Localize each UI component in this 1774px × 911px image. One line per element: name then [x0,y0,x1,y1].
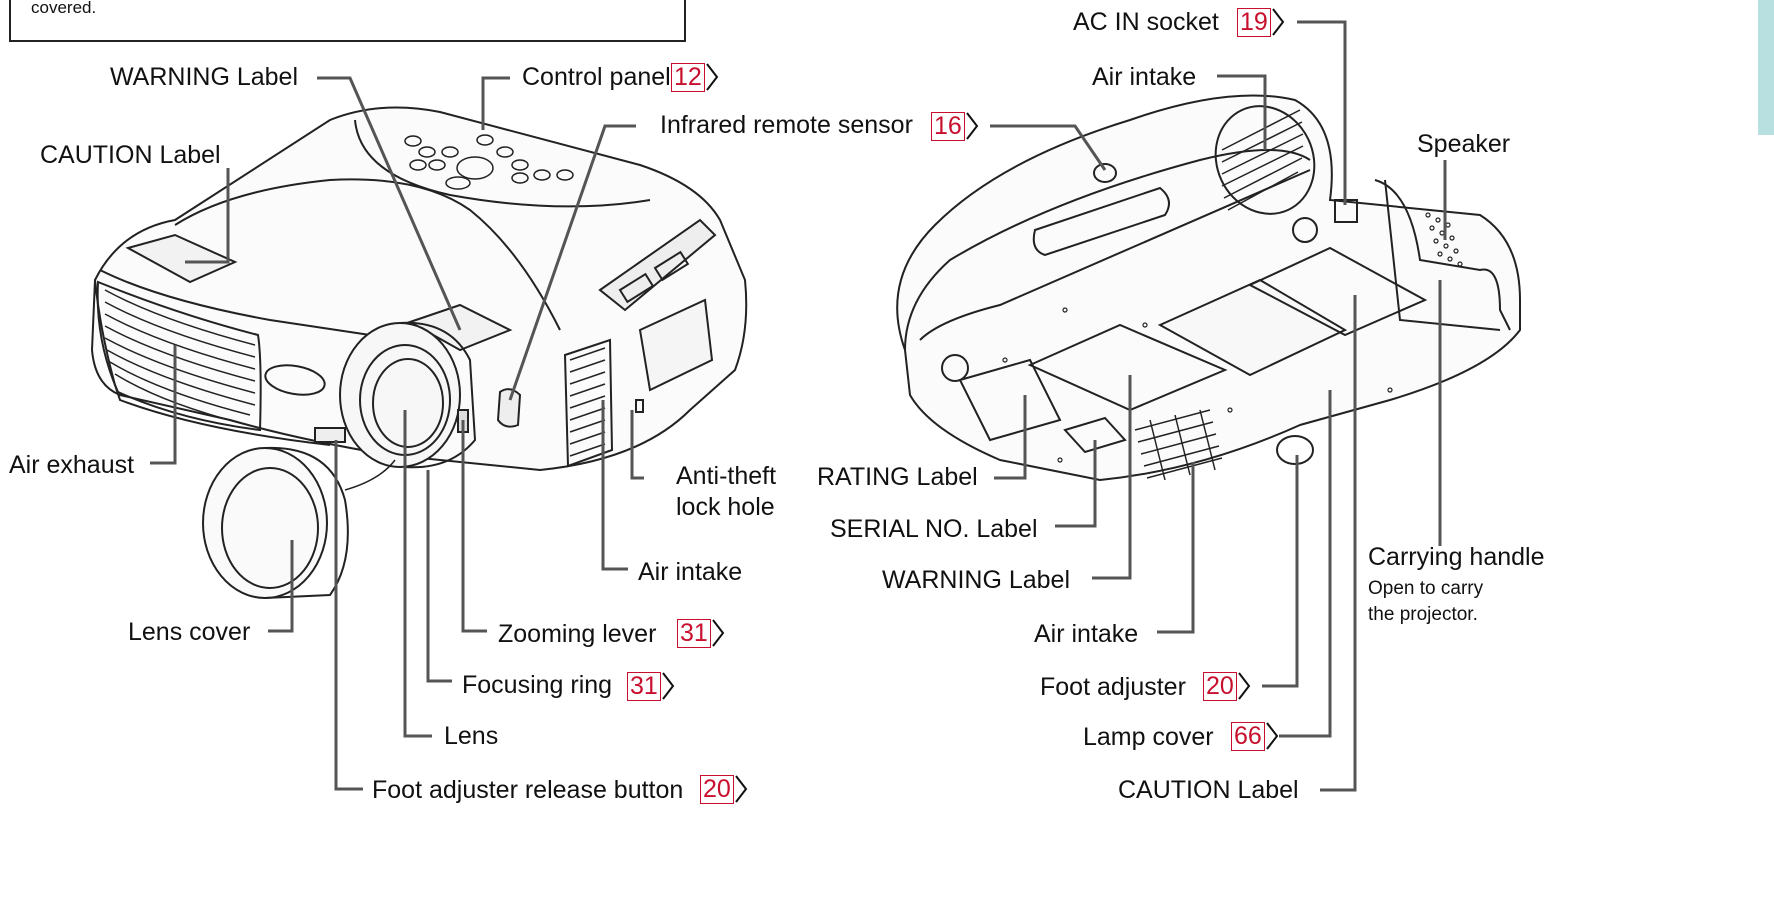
page-ref-ac-in-socket[interactable]: 19 [1237,6,1285,38]
label-lamp-cover: Lamp cover [1083,723,1214,751]
chevron-right-icon [1272,8,1285,36]
page-ref-foot-adjuster[interactable]: 20 [1203,670,1251,702]
chevron-right-icon [735,775,748,803]
label-zooming-lever: Zooming lever [498,620,657,648]
page-ref-number: 16 [931,111,965,141]
chevron-right-icon [1266,722,1279,750]
label-infrared-remote-sensor: Infrared remote sensor [660,111,913,139]
side-tab [1758,0,1774,135]
leader-lines [150,20,1447,792]
chevron-right-icon [966,112,979,140]
page-ref-lamp-cover[interactable]: 66 [1231,720,1279,752]
page-ref-zooming-lever[interactable]: 31 [677,617,725,649]
note-text: covered. [31,0,97,17]
note-box: covered. [9,0,686,42]
label-lens: Lens [444,722,499,750]
page-ref-number: 31 [627,671,661,701]
page-ref-control-panel[interactable]: 12 [671,61,719,93]
page-ref-number: 20 [700,774,734,804]
label-carrying-handle-note2: the projector. [1368,604,1478,625]
page-ref-infrared-remote-sensor[interactable]: 16 [931,110,979,142]
page-ref-number: 66 [1231,721,1265,751]
label-anti-theft-line2: lock hole [676,493,775,521]
label-ac-in-socket: AC IN socket [1073,8,1219,36]
label-rating-label: RATING Label [817,463,978,491]
label-air-intake-bottom-right: Air intake [1034,620,1139,648]
page-ref-number: 31 [677,618,711,648]
label-focusing-ring: Focusing ring [462,671,613,699]
label-carrying-handle: Carrying handle [1368,543,1545,571]
projector-bottom-illustration [896,94,1521,482]
label-speaker: Speaker [1417,130,1511,158]
chevron-right-icon [706,63,719,91]
chevron-right-icon [712,619,725,647]
label-air-exhaust: Air exhaust [9,451,135,479]
label-control-panel: Control panel [522,63,671,91]
label-air-intake-left: Air intake [638,558,743,586]
projector-front-illustration [90,106,748,472]
page-ref-number: 19 [1237,7,1271,37]
label-warning-label-bottom: WARNING Label [882,566,1071,594]
label-lens-cover: Lens cover [128,618,251,646]
label-air-intake-top-right: Air intake [1092,63,1197,91]
page-ref-foot-adjuster-release-button[interactable]: 20 [700,773,748,805]
label-caution-label-bottom: CAUTION Label [1118,776,1299,804]
label-warning-label-top: WARNING Label [110,63,299,91]
label-foot-adjuster: Foot adjuster [1040,673,1186,701]
page-ref-number: 20 [1203,671,1237,701]
chevron-right-icon [1238,672,1251,700]
label-caution-label-left: CAUTION Label [40,141,221,169]
page-ref-number: 12 [671,62,705,92]
label-carrying-handle-note1: Open to carry [1368,578,1484,599]
chevron-right-icon [662,672,675,700]
label-anti-theft-line1: Anti-theft [676,462,777,490]
label-serial-no-label: SERIAL NO. Label [830,515,1038,543]
page-ref-focusing-ring[interactable]: 31 [627,670,675,702]
label-foot-adjuster-release-button: Foot adjuster release button [372,776,684,804]
lens-cover-illustration [202,446,396,599]
